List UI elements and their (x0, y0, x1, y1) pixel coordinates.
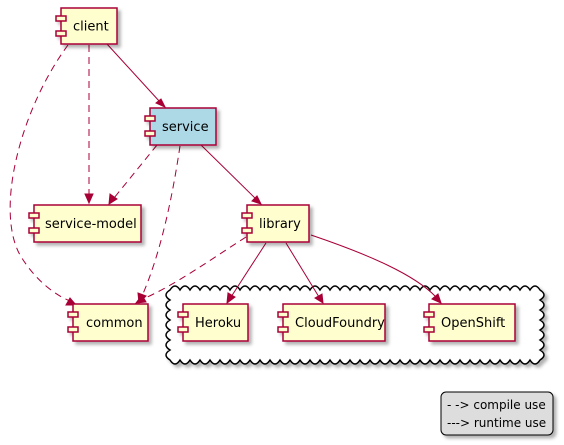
cloudfoundry-label: CloudFoundry (295, 316, 385, 331)
arrowhead-client-service (155, 98, 167, 109)
client-box (60, 7, 118, 45)
legend-runtime-use: ---> runtime use (447, 416, 546, 430)
edge-library-heroku (230, 242, 267, 298)
library-port-top (241, 212, 253, 219)
heroku-label: Heroku (195, 316, 241, 331)
service-model-label: service-model (45, 217, 137, 232)
client-label: client (73, 20, 109, 35)
common-port-top (67, 311, 79, 318)
common-box (72, 303, 149, 342)
edge-service-library (200, 144, 257, 200)
node-cloudfoundry[interactable] (277, 303, 386, 342)
edge-service-common (141, 145, 181, 297)
arrowhead-service-service-model (108, 193, 118, 205)
arrowhead-service-library (251, 195, 262, 205)
openshift-box (428, 303, 516, 342)
service-port-top (144, 115, 156, 122)
legend-box (440, 391, 554, 436)
library-box (246, 204, 310, 243)
edges (9, 43, 442, 306)
common-port-bottom (67, 326, 79, 333)
library-label: library (259, 217, 301, 232)
service-model-box (33, 204, 142, 243)
cloudfoundry-port-top (277, 311, 289, 318)
arrowhead-client-service-model (84, 193, 94, 205)
node-client[interactable] (55, 7, 118, 45)
legend-compile-use: - -> compile use (447, 398, 546, 412)
heroku-port-bottom (177, 326, 189, 333)
edge-client-service (106, 43, 161, 103)
node-service-model[interactable] (28, 204, 142, 243)
client-port-top (55, 15, 67, 22)
edge-library-cloudfoundry (285, 242, 320, 298)
arrowhead-library-cloudfoundry (314, 293, 324, 304)
legend (440, 391, 554, 436)
cloudfoundry-box (282, 303, 386, 342)
library-port-bottom (241, 227, 253, 234)
service-model-port-top (28, 212, 40, 219)
arrowhead-library-heroku (226, 292, 236, 305)
service-model-port-bottom (28, 227, 40, 234)
heroku-box (182, 303, 249, 342)
node-library[interactable] (241, 204, 310, 243)
node-openshift[interactable] (423, 303, 516, 342)
node-common[interactable] (67, 303, 149, 342)
edge-client-common (9, 44, 71, 302)
openshift-port-top (423, 311, 435, 318)
common-label: common (86, 316, 143, 331)
node-service[interactable] (144, 107, 217, 146)
heroku-port-top (177, 311, 189, 318)
arrowhead-library-openshift (431, 293, 442, 304)
node-heroku[interactable] (177, 303, 249, 342)
edge-library-openshift (310, 234, 437, 298)
cloudfoundry-port-bottom (277, 326, 289, 333)
service-box (149, 107, 217, 146)
openshift-label: OpenShift (441, 316, 505, 331)
edge-service-service-model (113, 144, 158, 199)
service-label: service (162, 120, 209, 135)
service-port-bottom (144, 130, 156, 137)
openshift-port-bottom (423, 326, 435, 333)
edge-library-common (142, 236, 247, 300)
arrowhead-library-common (134, 294, 147, 304)
client-port-bottom (55, 30, 67, 37)
